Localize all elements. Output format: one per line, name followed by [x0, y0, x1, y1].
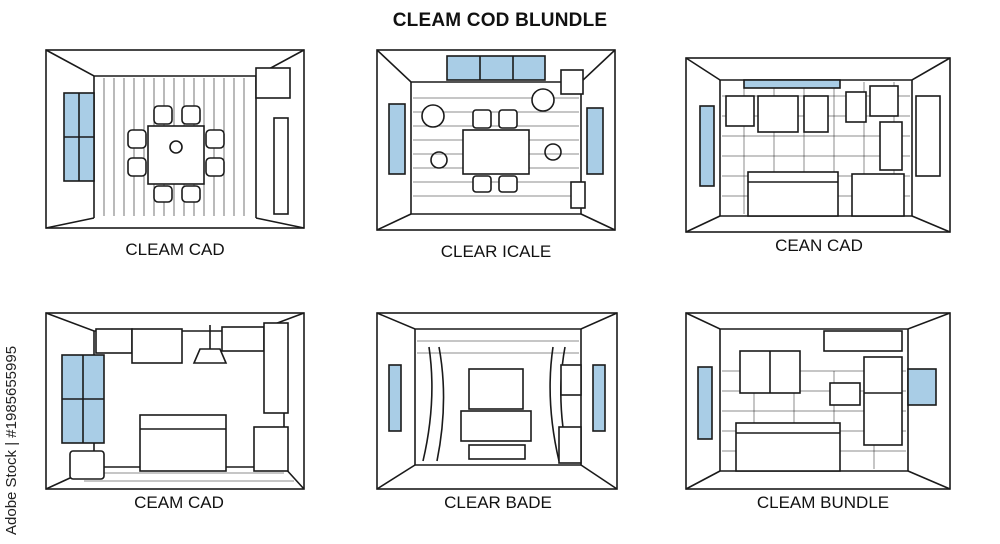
living-room-icon	[376, 49, 616, 231]
panel-kitchen-3	[684, 311, 951, 493]
kitchen-icon	[685, 57, 951, 233]
panel-caption: CLEAM CAD	[125, 240, 225, 259]
kitchen-icon	[685, 312, 951, 490]
bedroom-icon	[376, 312, 618, 490]
panel-caption: CLEAR ICALE	[440, 242, 552, 261]
kitchen-icon	[45, 312, 305, 490]
panel-kitchen	[684, 56, 951, 238]
panel-bedroom	[375, 311, 637, 493]
panel-kitchen-2	[44, 311, 306, 493]
watermark-text: Adobe Stock | #1985655995	[3, 345, 20, 535]
dining-room-icon	[45, 49, 305, 229]
panel-caption: CEAM CAD	[134, 493, 224, 512]
panel-dining-room	[44, 48, 306, 230]
panel-caption: CLEAR BADE	[444, 493, 552, 512]
panel-living-room	[375, 48, 637, 231]
panel-caption: CLEAM BUNDLE	[756, 493, 890, 512]
page-title: CLEAM COD BLUNDLE	[392, 10, 608, 31]
panel-caption: CEAN CAD	[775, 236, 863, 255]
